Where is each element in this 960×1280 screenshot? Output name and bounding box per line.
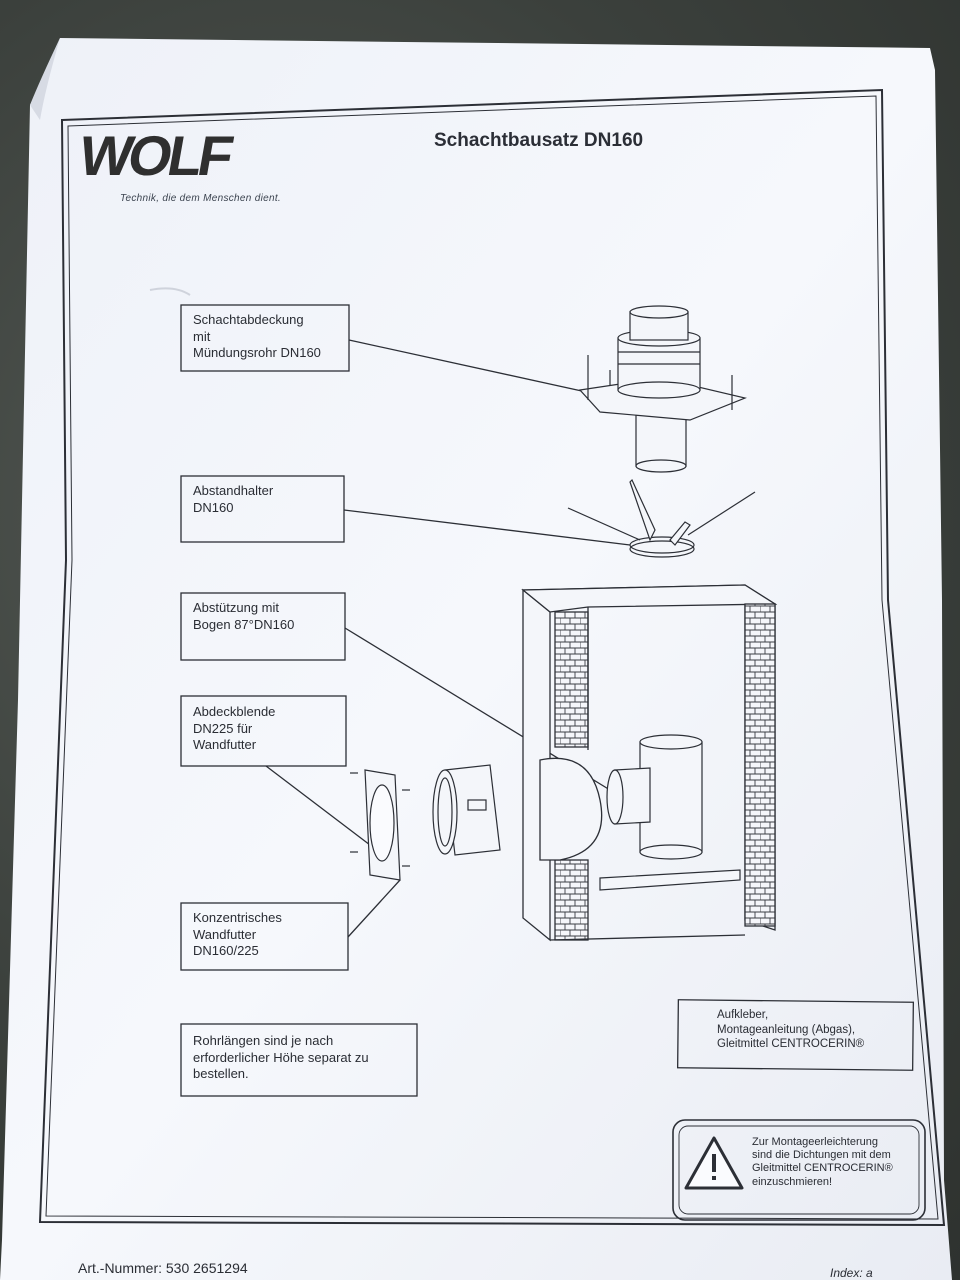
bogen-drawing (599, 734, 741, 891)
shaft-drawing (521, 584, 778, 942)
schachtabdeckung-drawing (578, 305, 747, 473)
logo-tagline: Technik, die dem Menschen dient. (120, 193, 281, 204)
abdeckblende-drawing (350, 769, 410, 881)
warning-triangle-icon (684, 1136, 744, 1190)
index-label: Index: a (830, 1266, 873, 1280)
label-abstuetzung: Abstützung mit Bogen 87°DN160 (193, 600, 295, 632)
warning-text: Zur Montageerleichterung sind die Dichtu… (752, 1136, 893, 1188)
callout-box-abdeckblende (180, 695, 347, 767)
label-rohrlaengen: Rohrlängen sind je nach erforderlicher H… (193, 1033, 369, 1082)
warning-box (672, 1119, 926, 1221)
paper (0, 38, 952, 1280)
label-schachtabdeckung: Schachtabdeckung mit Mündungsrohr DN160 (193, 312, 321, 361)
label-aufkleber: Aufkleber, Montageanleitung (Abgas), Gle… (717, 1009, 865, 1051)
callout-box-abstuetzung (180, 592, 346, 661)
wandfutter-drawing (432, 764, 501, 856)
label-abdeckblende: Abdeckblende DN225 für Wandfutter (193, 704, 276, 753)
page-title: Schachtbausatz DN160 (434, 130, 644, 151)
callout-box-rohrlaengen (180, 1023, 418, 1097)
abstandhalter-drawing (567, 478, 756, 558)
page-border (38, 88, 946, 1227)
article-number: Art.-Nummer: 530 2651294 (78, 1260, 248, 1276)
label-abstandhalter: Abstandhalter DN160 (193, 483, 274, 515)
callout-box-schachtabdeckung (180, 304, 350, 372)
wolf-logo: WOLF (74, 124, 235, 187)
callout-box-abstandhalter (180, 475, 345, 543)
callout-box-aufkleber (676, 999, 915, 1071)
label-wandfutter: Konzentrisches Wandfutter DN160/225 (193, 910, 282, 959)
